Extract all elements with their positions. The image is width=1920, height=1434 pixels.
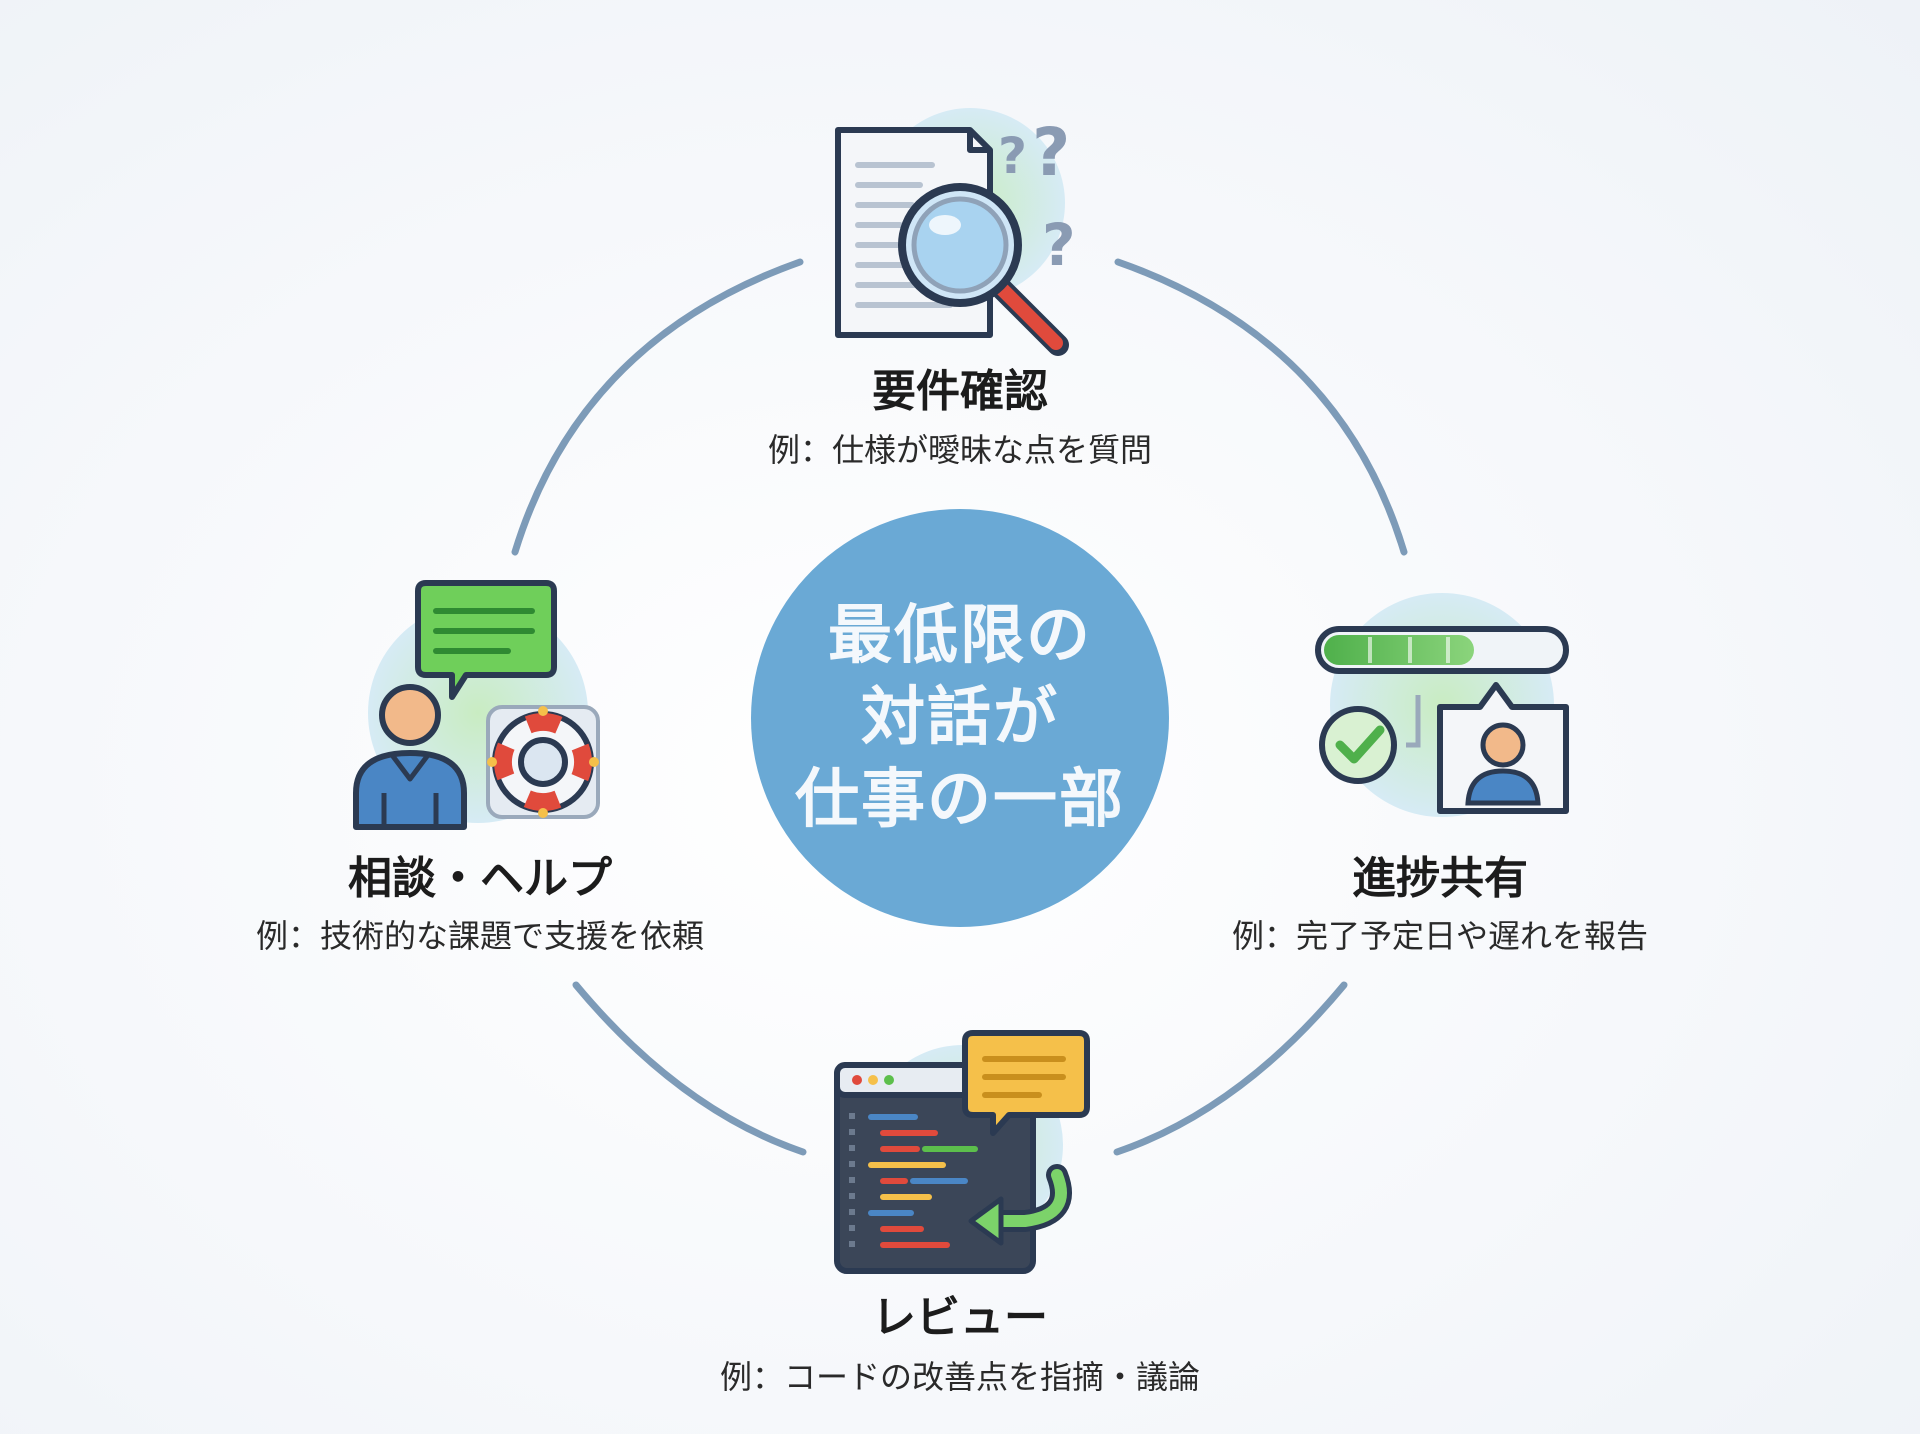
node-title-requirements: 要件確認 (872, 366, 1048, 417)
node-title-consult: 相談・ヘルプ (348, 853, 612, 904)
node-desc-review: 例：コードの改善点を指摘・議論 (719, 1358, 1200, 1396)
node-desc-consult: 例：技術的な課題で支援を依頼 (255, 917, 704, 955)
center-line-3: 仕事の一部 (795, 763, 1125, 837)
ring-arc-bottom-left (572, 981, 807, 1156)
node-title-review: レビュー (872, 1292, 1048, 1343)
center-circle: 最低限の 対話が 仕事の一部 (751, 509, 1169, 927)
svg-text:?: ? (998, 127, 1027, 185)
ring-arc-top-right (1114, 258, 1408, 556)
svg-text:?: ? (1042, 211, 1076, 279)
node-desc-requirements: 例：仕様が曖昧な点を質問 (767, 431, 1152, 469)
node-desc-progress: 例：完了予定日や遅れを報告 (1231, 917, 1648, 955)
ring-arc-bottom-right (1113, 981, 1348, 1156)
progress-bar-check-profile-icon (1300, 585, 1590, 825)
code-window-comment-icon (825, 1025, 1095, 1285)
ring-arc-top-left (511, 258, 804, 556)
center-line-1: 最低限の (828, 599, 1092, 673)
person-chat-lifebuoy-icon (340, 575, 620, 835)
document-magnifier-question-icon: ? ? ? (820, 95, 1090, 365)
svg-text:?: ? (1032, 114, 1070, 191)
node-title-progress: 進捗共有 (1352, 853, 1528, 904)
center-line-2: 対話が (861, 681, 1059, 755)
